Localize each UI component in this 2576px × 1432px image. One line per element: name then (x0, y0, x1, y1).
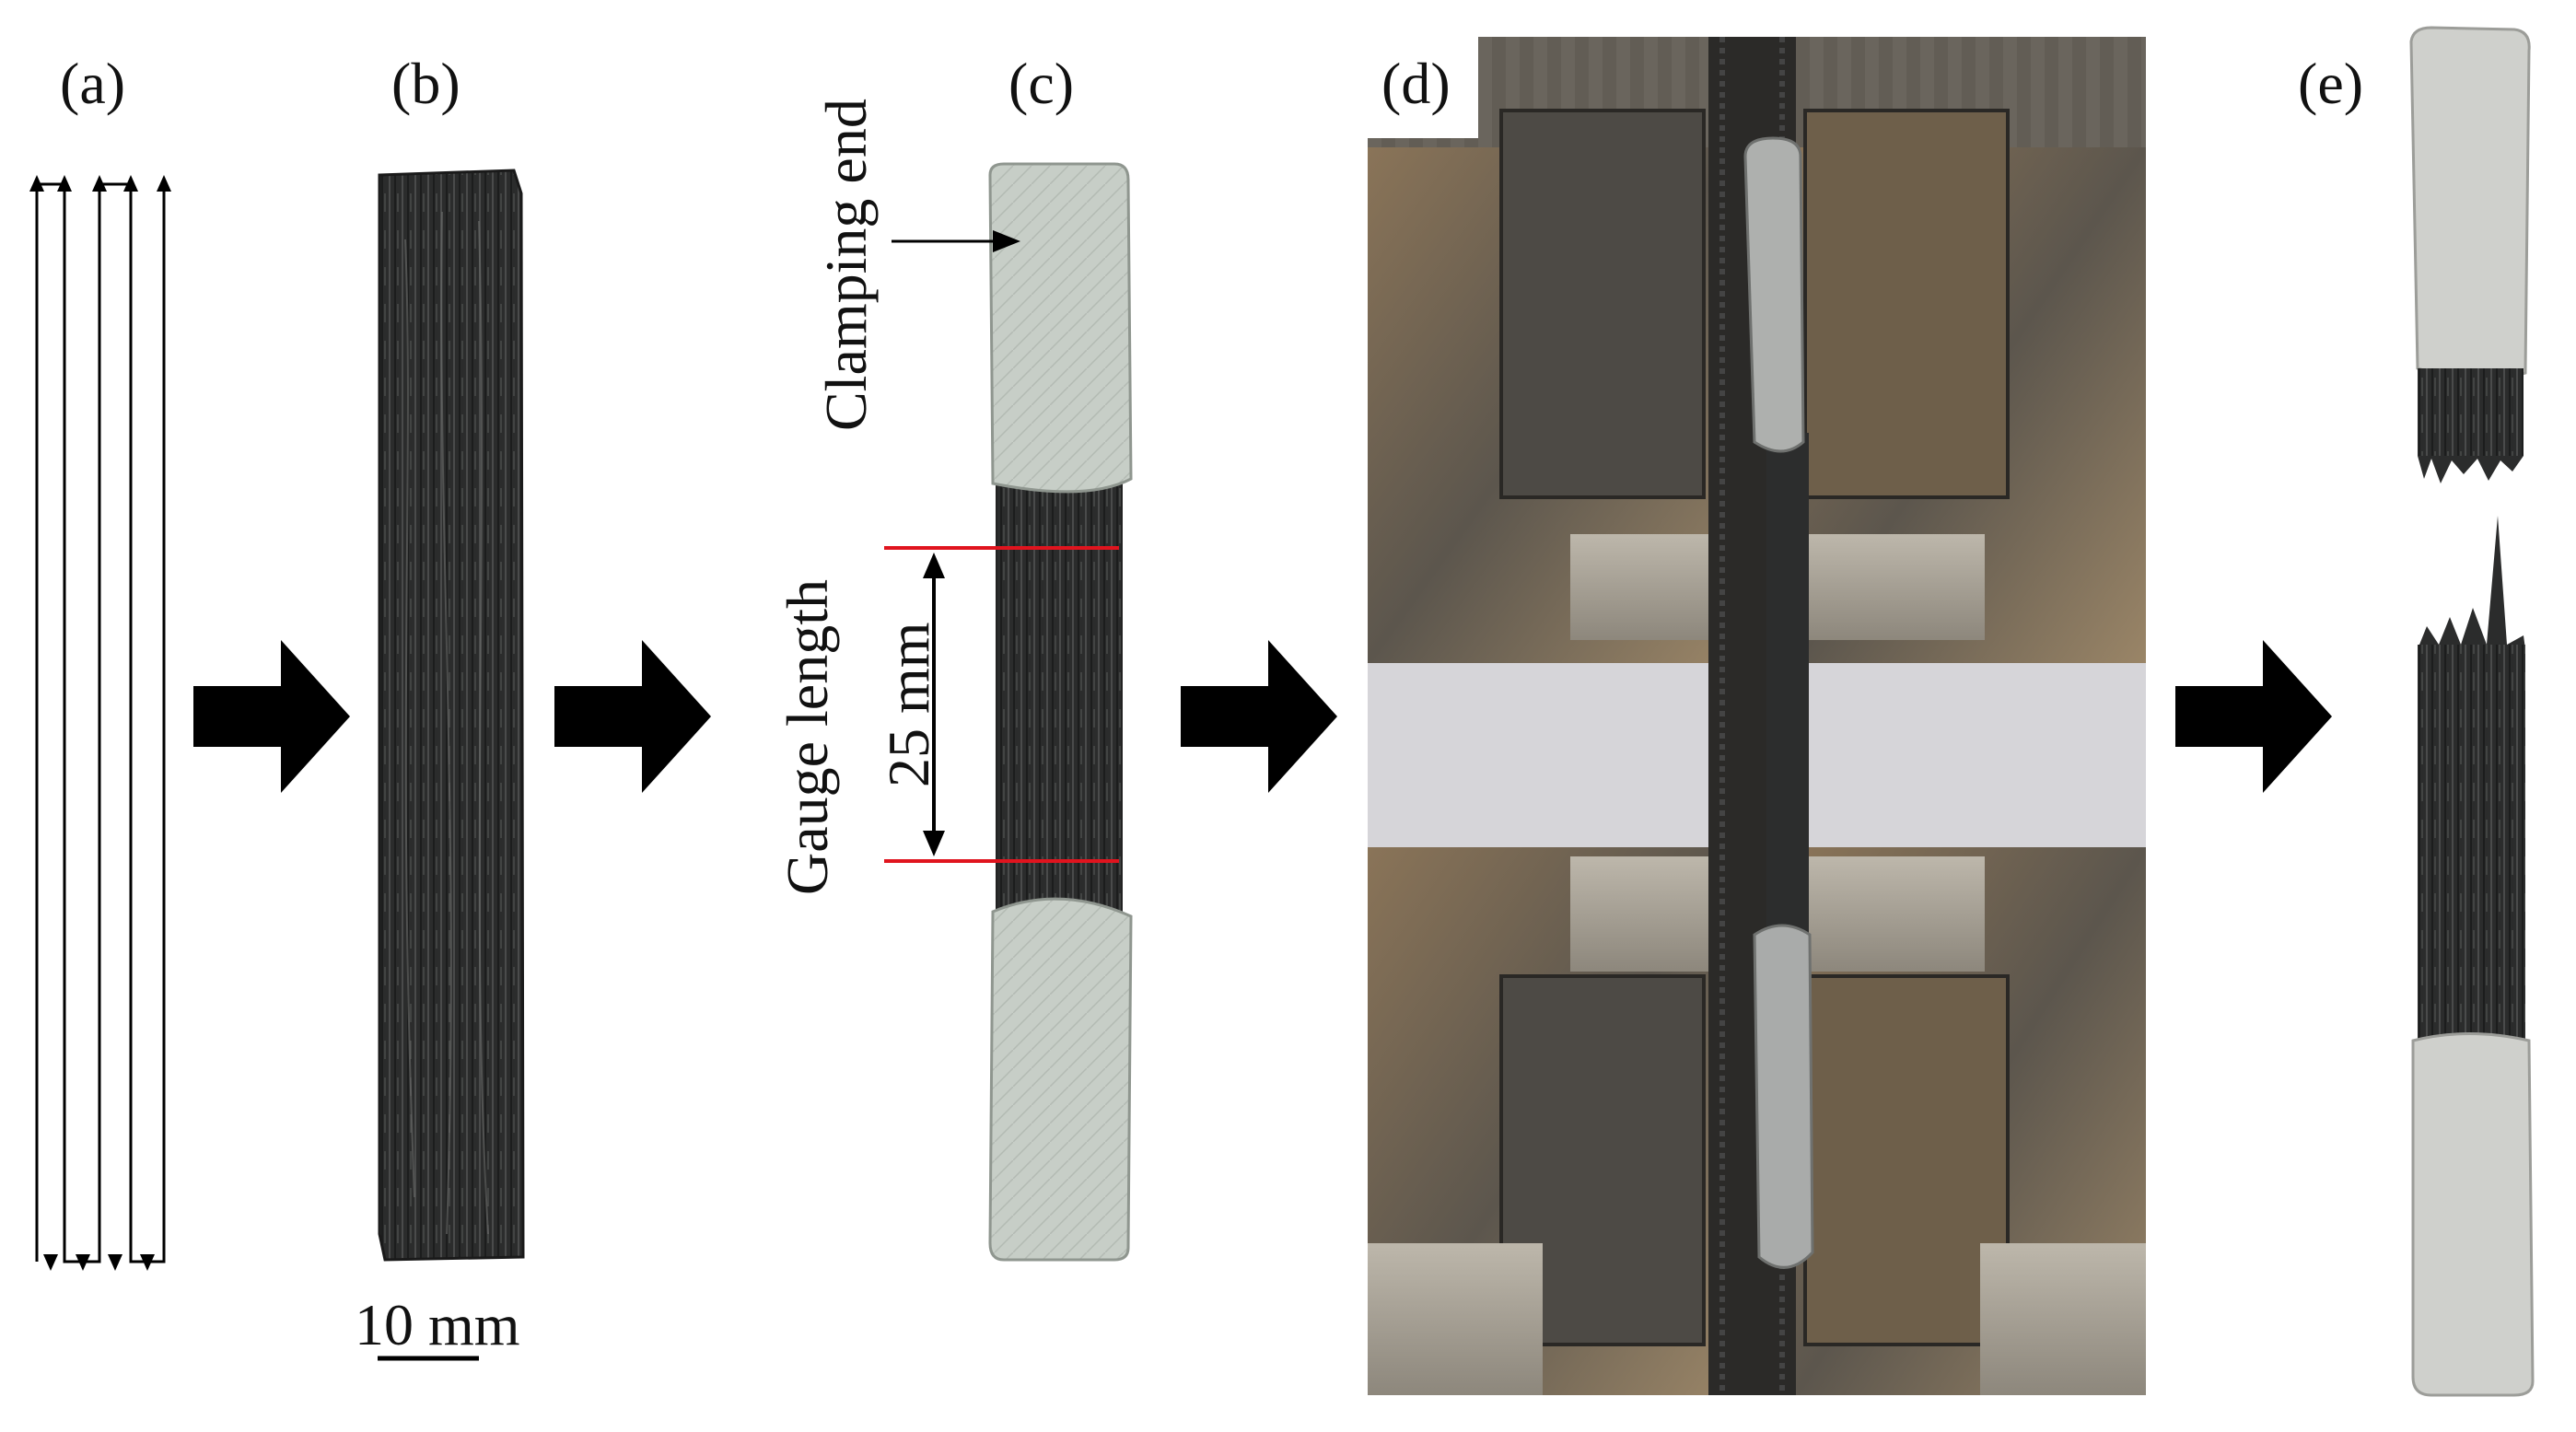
panel-e-label: (e) (2298, 51, 2363, 116)
printed-strip (378, 169, 525, 1262)
clamping-tab-top (988, 162, 1133, 494)
clamping-tab-bottom (988, 897, 1133, 1262)
panel-e: (e) (2298, 26, 2535, 1397)
scale-bar-label: 10 mm (355, 1292, 520, 1357)
gauge-length-label: Gauge length (775, 579, 840, 895)
process-arrow-2 (554, 640, 711, 793)
panel-b-label: (b) (391, 51, 460, 116)
panel-d: (d) (1368, 37, 2146, 1395)
panel-d-label: (d) (1381, 51, 1451, 116)
clamping-end-pointer (993, 230, 1020, 252)
panel-a-label: (a) (60, 51, 125, 116)
specimen-in-grips (1766, 433, 1809, 949)
dimension-arrow-bottom (923, 831, 945, 856)
scan-path (35, 182, 166, 1263)
panel-c: (c) 25 mm Gauge length Clamping end (775, 51, 1133, 1262)
fragment-lower-tab (2411, 1032, 2535, 1397)
specimen-tab-bottom (1753, 924, 1814, 1269)
fragment-lower-fiber (2418, 645, 2525, 1041)
process-arrow-1 (193, 640, 350, 793)
fragment-upper-fiber (2418, 368, 2524, 456)
gauge-section (996, 478, 1123, 922)
clamping-end-label: Clamping end (813, 99, 879, 431)
dimension-arrow-top (923, 553, 945, 578)
gauge-value-label: 25 mm (876, 622, 941, 787)
panel-a: (a) (29, 51, 171, 1271)
specimen-tab-top (1743, 136, 1805, 453)
scan-path-arrowheads (29, 175, 171, 1271)
process-arrow-4 (2175, 640, 2332, 793)
fragment-upper-tab (2409, 26, 2531, 380)
panel-b: (b) 10 mm (355, 51, 525, 1361)
panel-c-label: (c) (1008, 51, 1074, 116)
process-arrow-3 (1181, 640, 1337, 793)
